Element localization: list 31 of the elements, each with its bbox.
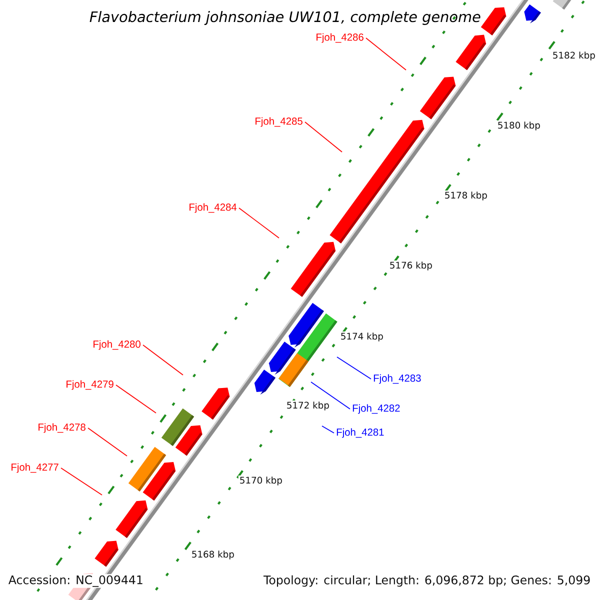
gene-label: Fjoh_4280 bbox=[94, 340, 140, 350]
scale-label: 5170 kbp bbox=[238, 476, 284, 486]
genome-info-text: Topology: circular; Length: 6,096,872 bp; Genes: 5,099 bbox=[262, 574, 592, 588]
leader-line bbox=[310, 382, 350, 410]
leader-line bbox=[322, 426, 334, 434]
scale-label: 5168 kbp bbox=[190, 550, 236, 560]
leader-line bbox=[116, 384, 156, 414]
scale-label: 5172 kbp bbox=[285, 400, 330, 412]
scale-label: 5174 kbp bbox=[339, 332, 384, 342]
scale-label: 5180 kbp bbox=[496, 120, 542, 132]
accession-text: Accession: NC_009441 bbox=[7, 574, 144, 588]
title: Flavobacterium johnsoniae UW101, complete genome bbox=[90, 11, 480, 25]
gene-label: Fjoh_4279 bbox=[66, 380, 114, 390]
scale-label: 5182 kbp bbox=[551, 50, 596, 62]
scale-label: 5178 kbp bbox=[443, 190, 488, 202]
gene-label: Fjoh_4281 bbox=[336, 428, 384, 438]
leader-line bbox=[366, 38, 406, 70]
gene-label: Fjoh_4282 bbox=[352, 404, 400, 414]
leader-line bbox=[304, 122, 342, 152]
gene-label: Fjoh_4277 bbox=[12, 463, 58, 473]
gene-label: Fjoh_4283 bbox=[374, 374, 421, 384]
leader-line bbox=[142, 344, 184, 376]
scale-label: 5176 kbp bbox=[388, 260, 434, 272]
leader-line bbox=[88, 428, 128, 456]
leader-line bbox=[336, 356, 372, 380]
gene-label: Fjoh_4284 bbox=[190, 203, 237, 213]
leader-line bbox=[60, 468, 102, 496]
gene-label: Fjoh_4286 bbox=[316, 33, 364, 43]
gene-label: Fjoh_4278 bbox=[38, 423, 86, 433]
leader-line bbox=[238, 208, 280, 238]
gene-label: Fjoh_4285 bbox=[256, 117, 302, 127]
